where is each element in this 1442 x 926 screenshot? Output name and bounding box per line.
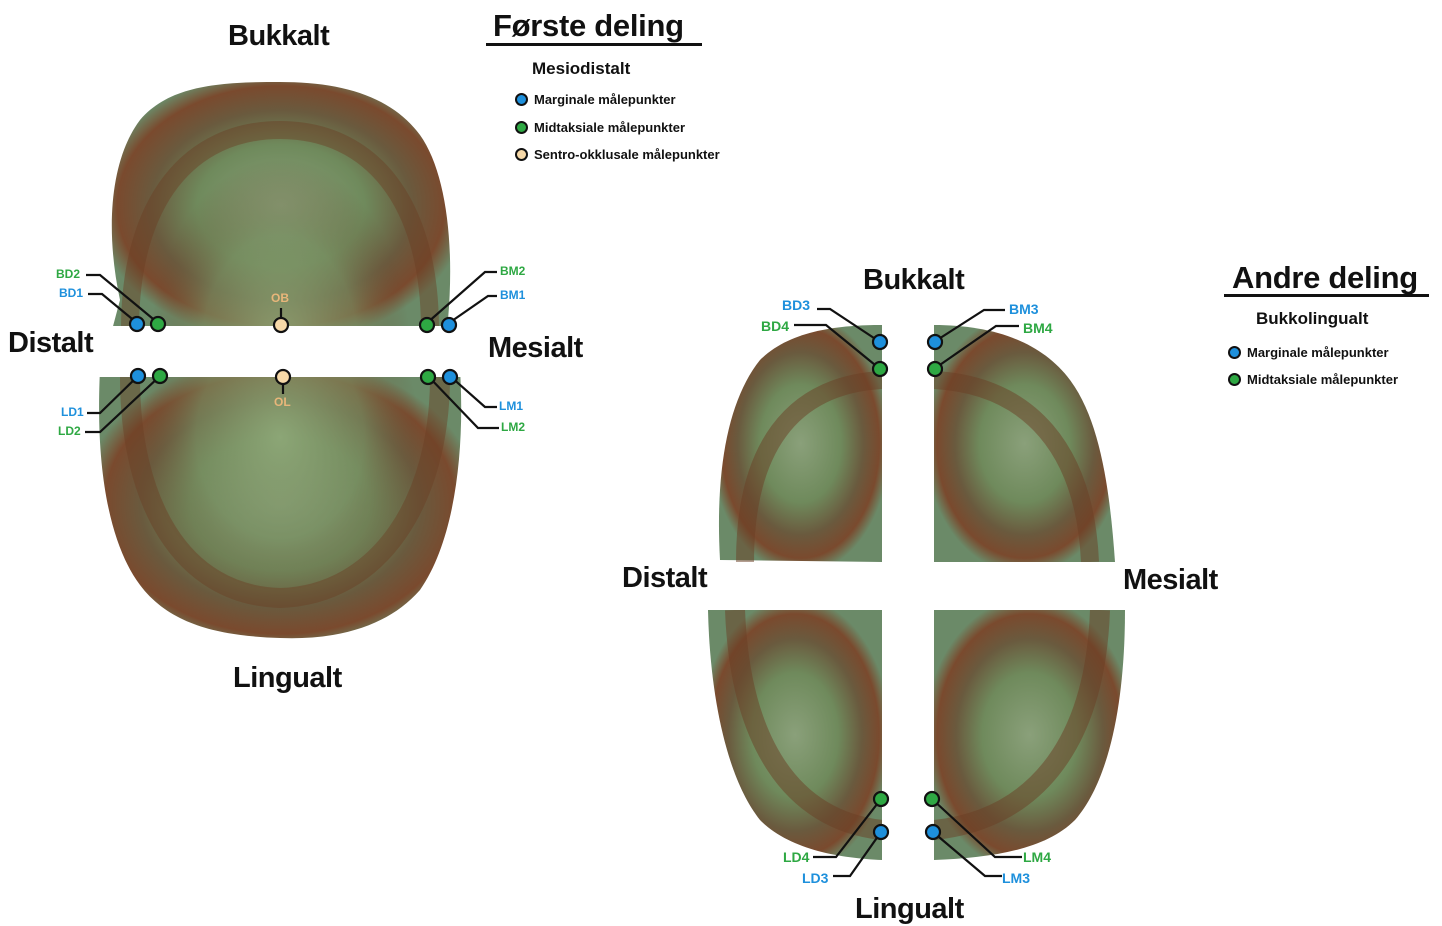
marker-BM3 bbox=[928, 335, 942, 349]
left-buccal-label: Bukkalt bbox=[228, 20, 329, 53]
right-legend-item-midtaksial: Midtaksiale målepunkter bbox=[1228, 372, 1398, 387]
leader-BM1 bbox=[449, 296, 497, 323]
left-title-underline bbox=[486, 43, 702, 46]
legend-dot-icon bbox=[515, 93, 528, 106]
marker-LD1 bbox=[131, 369, 145, 383]
legend-label: Sentro-okklusale målepunkter bbox=[534, 147, 720, 162]
point-label-LM3: LM3 bbox=[1002, 870, 1030, 886]
marker-OB bbox=[274, 318, 288, 332]
point-label-BD2: BD2 bbox=[56, 267, 80, 281]
marker-LM2 bbox=[421, 370, 435, 384]
point-label-BD1: BD1 bbox=[59, 286, 83, 300]
marker-BM1 bbox=[442, 318, 456, 332]
right-distal-label: Distalt bbox=[622, 562, 707, 595]
point-label-BM3: BM3 bbox=[1009, 301, 1039, 317]
right-tooth-buccal-distal-quarter bbox=[719, 325, 882, 562]
right-subtitle: Bukkolingualt bbox=[1256, 309, 1368, 329]
right-markers bbox=[873, 335, 942, 839]
left-distal-label: Distalt bbox=[8, 327, 93, 360]
marker-BM4 bbox=[928, 362, 942, 376]
point-label-OB: OB bbox=[271, 291, 289, 305]
right-tooth-buccal-mesial-quarter bbox=[934, 325, 1115, 562]
left-mesial-label: Mesialt bbox=[488, 332, 583, 365]
right-tooth-lingual-distal-quarter bbox=[708, 610, 882, 860]
left-title: Første deling bbox=[493, 8, 684, 44]
legend-label: Marginale målepunkter bbox=[534, 92, 676, 107]
marker-LM4 bbox=[925, 792, 939, 806]
marker-BM2 bbox=[420, 318, 434, 332]
marker-LD3 bbox=[874, 825, 888, 839]
legend-label: Midtaksiale målepunkter bbox=[1247, 372, 1398, 387]
marker-BD1 bbox=[130, 317, 144, 331]
point-label-OL: OL bbox=[274, 395, 291, 409]
legend-label: Midtaksiale målepunkter bbox=[534, 120, 685, 135]
legend-dot-icon bbox=[515, 148, 528, 161]
left-legend-item-sentro: Sentro-okklusale målepunkter bbox=[515, 147, 720, 162]
point-label-LD2: LD2 bbox=[58, 424, 81, 438]
point-label-LD1: LD1 bbox=[61, 405, 84, 419]
marker-LD4 bbox=[874, 792, 888, 806]
marker-LM3 bbox=[926, 825, 940, 839]
marker-BD3 bbox=[873, 335, 887, 349]
legend-label: Marginale målepunkter bbox=[1247, 345, 1389, 360]
left-lingual-label: Lingualt bbox=[233, 662, 342, 695]
legend-dot-icon bbox=[1228, 373, 1241, 386]
marker-OL bbox=[276, 370, 290, 384]
point-label-LD4: LD4 bbox=[783, 849, 809, 865]
marker-BD2 bbox=[151, 317, 165, 331]
marker-LM1 bbox=[443, 370, 457, 384]
right-legend-item-marginal: Marginale målepunkter bbox=[1228, 345, 1389, 360]
legend-dot-icon bbox=[1228, 346, 1241, 359]
point-label-LD3: LD3 bbox=[802, 870, 828, 886]
left-subtitle: Mesiodistalt bbox=[532, 59, 630, 79]
marker-LD2 bbox=[153, 369, 167, 383]
point-label-BM1: BM1 bbox=[500, 288, 525, 302]
right-title: Andre deling bbox=[1232, 260, 1418, 296]
point-label-LM2: LM2 bbox=[501, 420, 525, 434]
right-title-underline bbox=[1224, 294, 1429, 297]
left-legend-item-marginal: Marginale målepunkter bbox=[515, 92, 676, 107]
left-markers bbox=[130, 317, 457, 384]
left-legend-item-midtaksial: Midtaksiale målepunkter bbox=[515, 120, 685, 135]
right-mesial-label: Mesialt bbox=[1123, 564, 1218, 597]
point-label-BM2: BM2 bbox=[500, 264, 525, 278]
legend-dot-icon bbox=[515, 121, 528, 134]
point-label-LM1: LM1 bbox=[499, 399, 523, 413]
right-lingual-label: Lingualt bbox=[855, 893, 964, 926]
right-tooth-lingual-mesial-quarter bbox=[934, 610, 1125, 860]
point-label-BD4: BD4 bbox=[761, 318, 789, 334]
point-label-BD3: BD3 bbox=[782, 297, 810, 313]
point-label-BM4: BM4 bbox=[1023, 320, 1053, 336]
right-buccal-label: Bukkalt bbox=[863, 264, 964, 297]
marker-BD4 bbox=[873, 362, 887, 376]
point-label-LM4: LM4 bbox=[1023, 849, 1051, 865]
